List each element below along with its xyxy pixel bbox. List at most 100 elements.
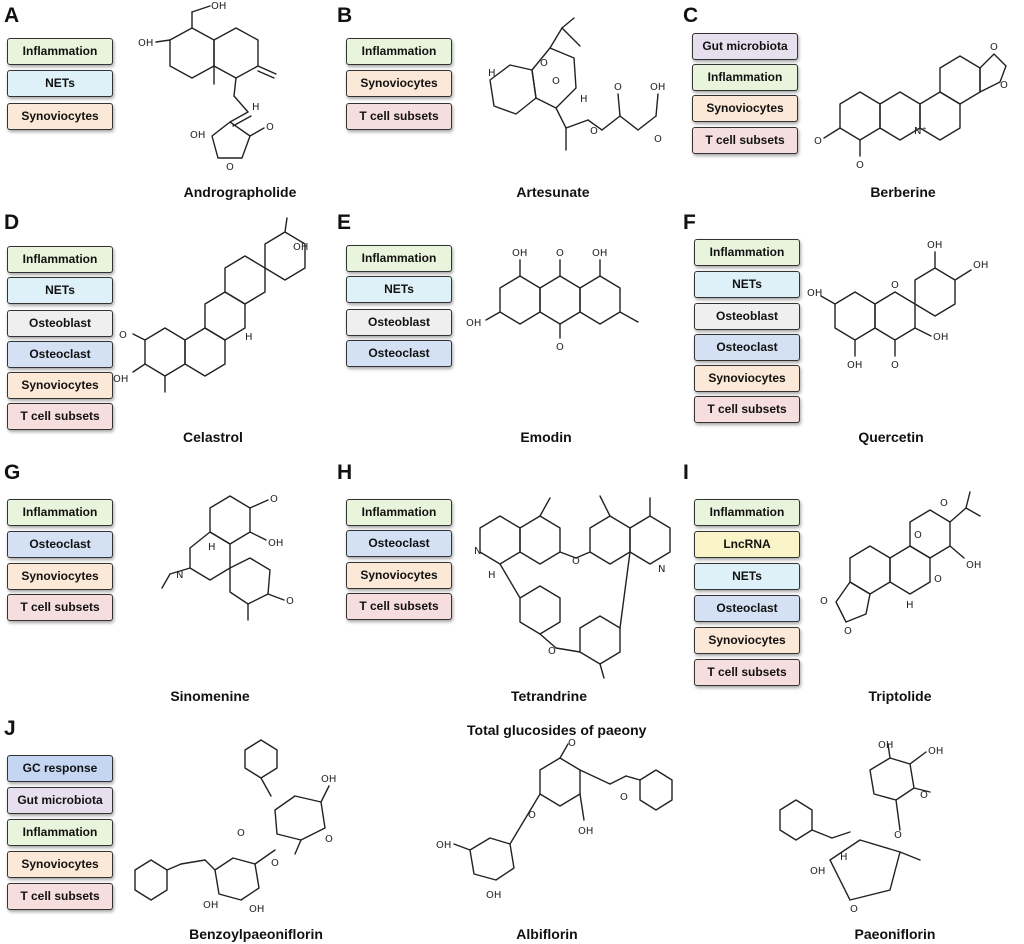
atom-label: O (891, 360, 899, 371)
atom-label: OH (321, 774, 336, 785)
tag-i-5: Synoviocytes (694, 627, 800, 654)
atom-label: H (208, 542, 216, 553)
atom-label: OH (486, 890, 501, 901)
atom-label: OH (249, 904, 264, 915)
atom-label: O (914, 530, 922, 541)
tag-f-2: NETs (694, 271, 800, 298)
atom-label: O (654, 134, 662, 145)
tag-c-1: Gut microbiota (692, 33, 798, 60)
tag-d-5: Synoviocytes (7, 372, 113, 399)
atom-label: H (840, 852, 848, 863)
structure-albiflorin: O O O OH OH OH (436, 738, 673, 901)
atom-label: N (474, 546, 481, 557)
compound-name-tetrandrine: Tetrandrine (511, 688, 587, 704)
atom-label: OH (973, 260, 988, 271)
tag-e-1: Inflammation (346, 245, 452, 272)
atom-label: O (266, 122, 274, 133)
structure-tetrandrine: O O N N H (474, 495, 671, 679)
atom-label: O (894, 830, 902, 841)
tag-c-4: T cell subsets (692, 127, 798, 154)
atom-label: O (820, 596, 828, 607)
tag-d-4: Osteoclast (7, 341, 113, 368)
compound-name-albiflorin: Albiflorin (516, 926, 578, 942)
compound-name-andrographolide: Andrographolide (183, 184, 297, 200)
atom-label: OH (436, 840, 451, 851)
atom-label: H (245, 332, 253, 343)
tag-f-6: T cell subsets (694, 396, 800, 423)
atom-label: OH (203, 900, 218, 911)
atom-label: OH (211, 1, 226, 12)
tag-b-2: Synoviocytes (346, 70, 452, 97)
panel-label-a: A (4, 4, 20, 27)
tag-d-2: NETs (7, 277, 113, 304)
atom-label: O (934, 574, 942, 585)
compound-name-celastrol: Celastrol (183, 429, 243, 445)
compound-name-paeoniflorin: Paeoniflorin (854, 926, 936, 942)
atom-label: OH (810, 866, 825, 877)
structure-artesunate: O O H H O O OH O (488, 17, 665, 151)
tag-i-2: LncRNA (694, 531, 800, 558)
compound-name-emodin: Emodin (520, 429, 572, 445)
structure-celastrol: O OH H OH (113, 217, 308, 393)
atom-label: OH (466, 318, 481, 329)
atom-label: OH (650, 82, 665, 93)
atom-label: H (488, 68, 496, 79)
tag-d-1: Inflammation (7, 246, 113, 273)
tag-a-3: Synoviocytes (7, 103, 113, 130)
atom-label: N⁺ (914, 126, 927, 137)
atom-label: O (271, 858, 279, 869)
atom-label: OH (512, 248, 527, 259)
atom-label: OH (293, 242, 308, 253)
atom-label: OH (807, 288, 822, 299)
tag-g-1: Inflammation (7, 499, 113, 526)
atom-label: OH (928, 746, 943, 757)
tag-h-3: Synoviocytes (346, 562, 452, 589)
atom-label: H (488, 570, 496, 581)
tag-j-5: T cell subsets (7, 883, 113, 910)
atom-label: OH (927, 240, 942, 251)
atom-label: OH (138, 38, 153, 49)
panel-label-b: B (337, 4, 353, 27)
panel-label-e: E (337, 211, 352, 234)
panel-label-i: I (683, 461, 689, 484)
atom-label: O (552, 76, 560, 87)
atom-label: OH (878, 740, 893, 751)
tag-i-1: Inflammation (694, 499, 800, 526)
atom-label: O (568, 738, 576, 749)
atom-label: O (226, 162, 234, 173)
tag-j-4: Synoviocytes (7, 851, 113, 878)
atom-label: O (920, 790, 928, 801)
atom-label: OH (847, 360, 862, 371)
atom-label: OH (190, 130, 205, 141)
atom-label: OH (578, 826, 593, 837)
atom-label: O (844, 626, 852, 637)
tag-f-3: Osteoblast (694, 303, 800, 330)
structure-emodin: O O OH OH OH (466, 248, 639, 353)
atom-label: OH (113, 374, 128, 385)
atom-label: OH (592, 248, 607, 259)
atom-label: O (325, 834, 333, 845)
atom-label: O (556, 248, 564, 259)
atom-label: N (658, 564, 665, 575)
atom-label: O (528, 810, 536, 821)
structure-berberine: O O N⁺ O O (814, 42, 1008, 171)
compound-name-quercetin: Quercetin (858, 429, 924, 445)
atom-label: O (540, 58, 548, 69)
tag-j-3: Inflammation (7, 819, 113, 846)
panel-label-j: J (4, 717, 16, 740)
structure-quercetin: O O OH OH OH OH OH (807, 240, 988, 371)
tag-a-1: Inflammation (7, 38, 113, 65)
compound-name-artesunate: Artesunate (516, 184, 590, 200)
atom-label: H (252, 102, 260, 113)
atom-label: O (990, 42, 998, 53)
structure-triptolide: O O OH O O O H (820, 491, 981, 637)
tag-f-1: Inflammation (694, 239, 800, 266)
structure-sinomenine: O OH O N H (161, 494, 294, 621)
tag-g-4: T cell subsets (7, 594, 113, 621)
tag-c-2: Inflammation (692, 64, 798, 91)
panel-label-g: G (4, 461, 21, 484)
atom-label: H (580, 94, 588, 105)
atom-label: O (556, 342, 564, 353)
panel-label-h: H (337, 461, 353, 484)
paeony-group-title: Total glucosides of paeony (467, 722, 647, 738)
